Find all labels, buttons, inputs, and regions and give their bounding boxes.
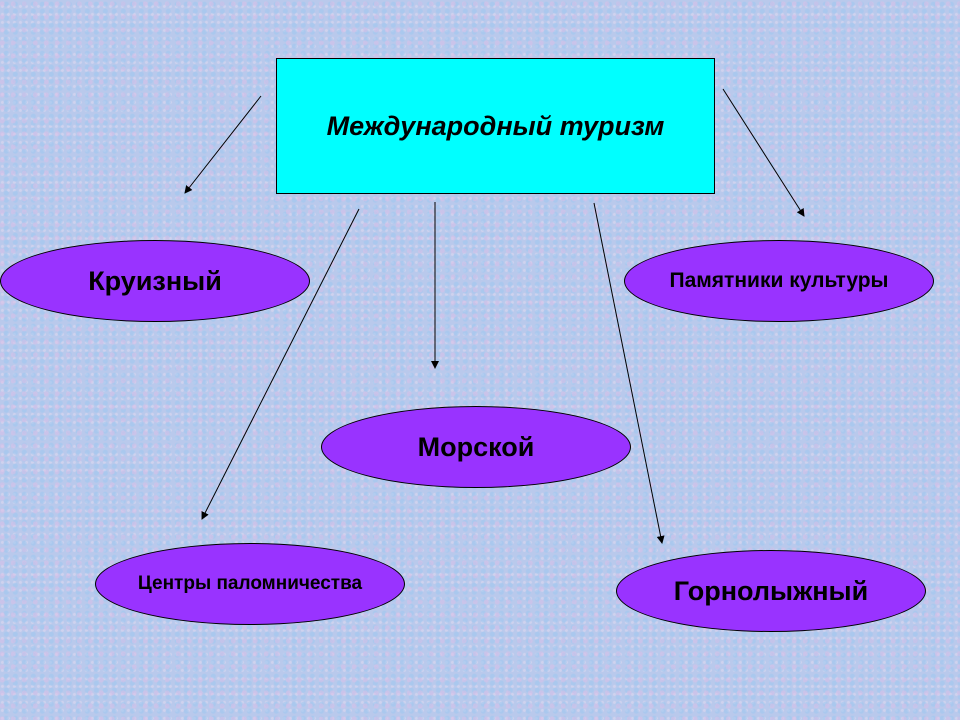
node-sea-label: Морской bbox=[417, 431, 535, 462]
node-cruise-label: Круизный bbox=[88, 265, 222, 296]
arrow-to-ski bbox=[593, 202, 665, 544]
arrow-to-cruise bbox=[184, 95, 262, 194]
node-cruise: Круизный bbox=[0, 240, 310, 322]
node-monuments: Памятники культуры bbox=[624, 240, 934, 322]
node-pilgrimage: Центры паломничества bbox=[95, 543, 405, 625]
title-text: Международный туризм bbox=[326, 110, 665, 141]
node-sea: Морской bbox=[321, 406, 631, 488]
arrow-to-monuments bbox=[722, 88, 805, 217]
title-box: Международный туризм bbox=[276, 58, 715, 194]
arrow-to-pilgrimage bbox=[201, 208, 360, 520]
node-pilgrimage-label: Центры паломничества bbox=[137, 573, 363, 594]
node-ski-label: Горнолыжный bbox=[673, 575, 869, 606]
node-monuments-label: Памятники культуры bbox=[669, 269, 889, 292]
node-ski: Горнолыжный bbox=[616, 550, 926, 632]
